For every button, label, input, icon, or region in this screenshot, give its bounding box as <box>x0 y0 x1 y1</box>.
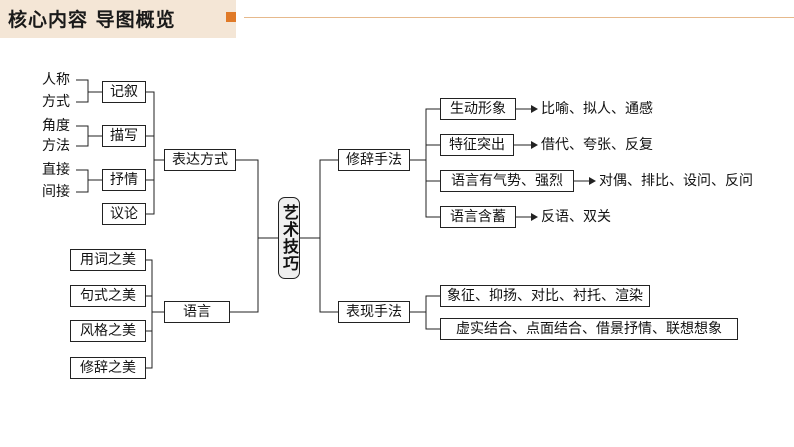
node-argument: 议论 <box>102 203 146 225</box>
connector-rhetoric-bracket <box>410 108 440 161</box>
sub-label-method: 方法 <box>42 138 70 154</box>
sub-label-mode: 方式 <box>42 94 70 110</box>
sub-label-direct: 直接 <box>42 162 70 178</box>
node-description: 描写 <box>102 125 146 147</box>
node-lyricism: 抒情 <box>102 169 146 191</box>
node-rhetorical-devices: 修辞手法 <box>338 149 410 171</box>
connector-presentation-bracket <box>410 295 440 313</box>
detail-forceful-language: 对偶、排比、设问、反问 <box>599 173 753 189</box>
node-symbolism-contrast: 象征、抑扬、对比、衬托、渲染 <box>440 285 650 307</box>
node-expression-methods: 表达方式 <box>164 149 236 171</box>
center-node-art-techniques: 艺术技巧 <box>278 197 300 279</box>
node-expressive-techniques: 表现手法 <box>338 301 410 323</box>
page-title: 核心内容 导图概览 <box>8 9 176 31</box>
connector-language-bracket-2 <box>146 312 153 369</box>
connector-center-left-2 <box>230 238 259 313</box>
connector-sub-miaoxie <box>76 125 89 147</box>
connector-presentation-bracket-2 <box>425 312 440 330</box>
arrowhead-yuyan <box>589 177 596 185</box>
header-band <box>0 0 236 38</box>
connector-expression-bracket <box>146 91 164 161</box>
connector-sub-shuqing <box>76 169 89 193</box>
connector-rhetoric-bracket-2 <box>425 160 440 218</box>
arrowhead-shengdong <box>531 105 538 113</box>
node-language: 语言 <box>164 301 230 323</box>
connector-language-bracket <box>146 259 164 313</box>
node-narration: 记叙 <box>102 81 146 103</box>
detail-vivid-imagery: 比喻、拟人、通感 <box>541 101 653 117</box>
detail-implicit-language: 反语、双关 <box>541 209 611 225</box>
detail-prominent-features: 借代、夸张、反复 <box>541 137 653 153</box>
node-vivid-imagery: 生动形象 <box>440 98 516 120</box>
node-style-beauty: 风格之美 <box>70 320 146 342</box>
sub-label-person: 人称 <box>42 72 70 88</box>
node-sentence-beauty: 句式之美 <box>70 285 146 307</box>
node-prominent-features: 特征突出 <box>440 134 514 156</box>
connector-center-right-2 <box>319 238 338 313</box>
connector-expression-bracket-2 <box>146 160 155 215</box>
header-accent-square <box>226 12 236 22</box>
sub-label-angle: 角度 <box>42 118 70 134</box>
connector-center-right <box>300 159 338 239</box>
sub-label-indirect: 间接 <box>42 184 70 200</box>
connector-center-left <box>236 159 278 239</box>
arrowhead-tezheng <box>531 141 538 149</box>
node-combination-techniques: 虚实结合、点面结合、借景抒情、联想想象 <box>440 318 738 340</box>
node-rhetoric-beauty: 修辞之美 <box>70 357 146 379</box>
node-forceful-language: 语言有气势、强烈 <box>440 170 574 192</box>
header-divider <box>244 17 794 18</box>
node-implicit-language: 语言含蓄 <box>440 206 516 228</box>
connector-sub-jixu <box>76 79 89 103</box>
arrowhead-hanxu <box>531 213 538 221</box>
node-wording-beauty: 用词之美 <box>70 249 146 271</box>
